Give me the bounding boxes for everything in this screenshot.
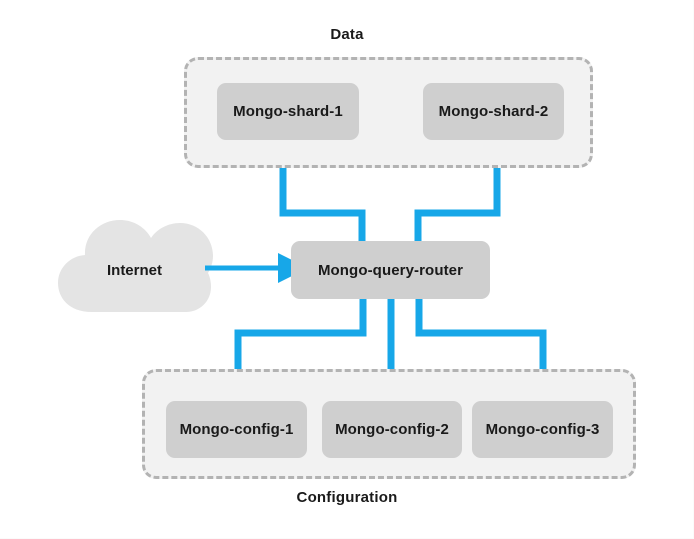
data-group-title: Data xyxy=(330,26,364,43)
cloud-icon xyxy=(58,220,213,312)
node-mongo-config-2[interactable]: Mongo-config-2 xyxy=(322,401,462,458)
node-mongo-config-3[interactable]: Mongo-config-3 xyxy=(472,401,613,458)
node-mongo-shard-2[interactable]: Mongo-shard-2 xyxy=(423,83,564,140)
node-mongo-config-1[interactable]: Mongo-config-1 xyxy=(166,401,307,458)
internet-label: Internet xyxy=(106,262,162,279)
shard2-to-router-connector xyxy=(414,138,501,242)
node-mongo-query-router[interactable]: Mongo-query-router xyxy=(291,241,490,299)
configuration-group-title: Configuration xyxy=(296,489,398,506)
shard1-to-router-connector xyxy=(279,138,366,242)
node-mongo-shard-1[interactable]: Mongo-shard-1 xyxy=(217,83,359,140)
